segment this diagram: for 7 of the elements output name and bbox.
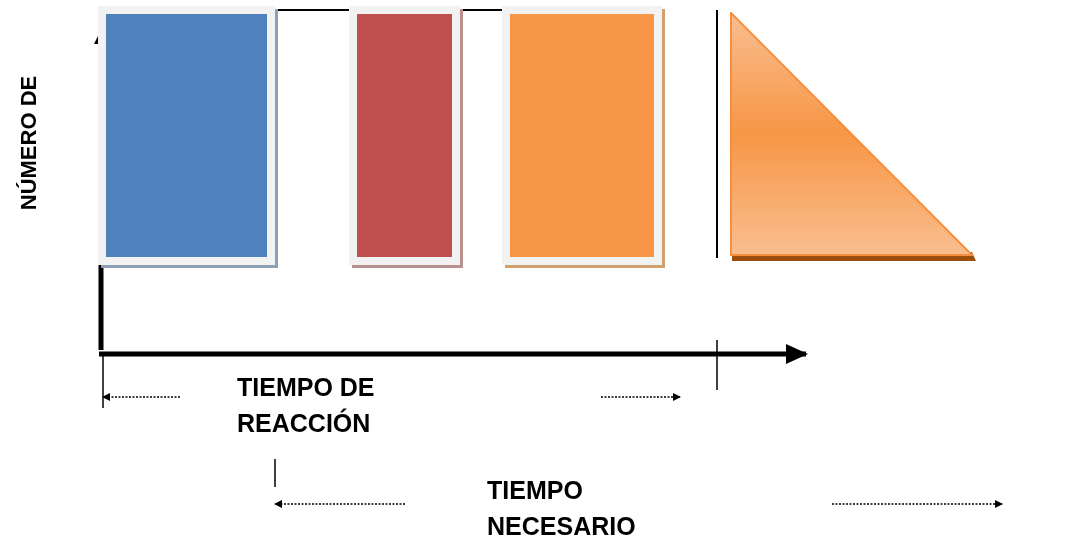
axis-title: NÚMERO DE <box>15 74 42 213</box>
dimension-label: TIEMPO NECESARIO <box>487 475 637 541</box>
bar-block <box>98 6 275 265</box>
bar-block <box>502 6 662 265</box>
dimension-label: TIEMPO DE REACCIÓN <box>237 372 376 439</box>
triangle-shape <box>730 12 976 261</box>
bar-block <box>349 6 460 265</box>
